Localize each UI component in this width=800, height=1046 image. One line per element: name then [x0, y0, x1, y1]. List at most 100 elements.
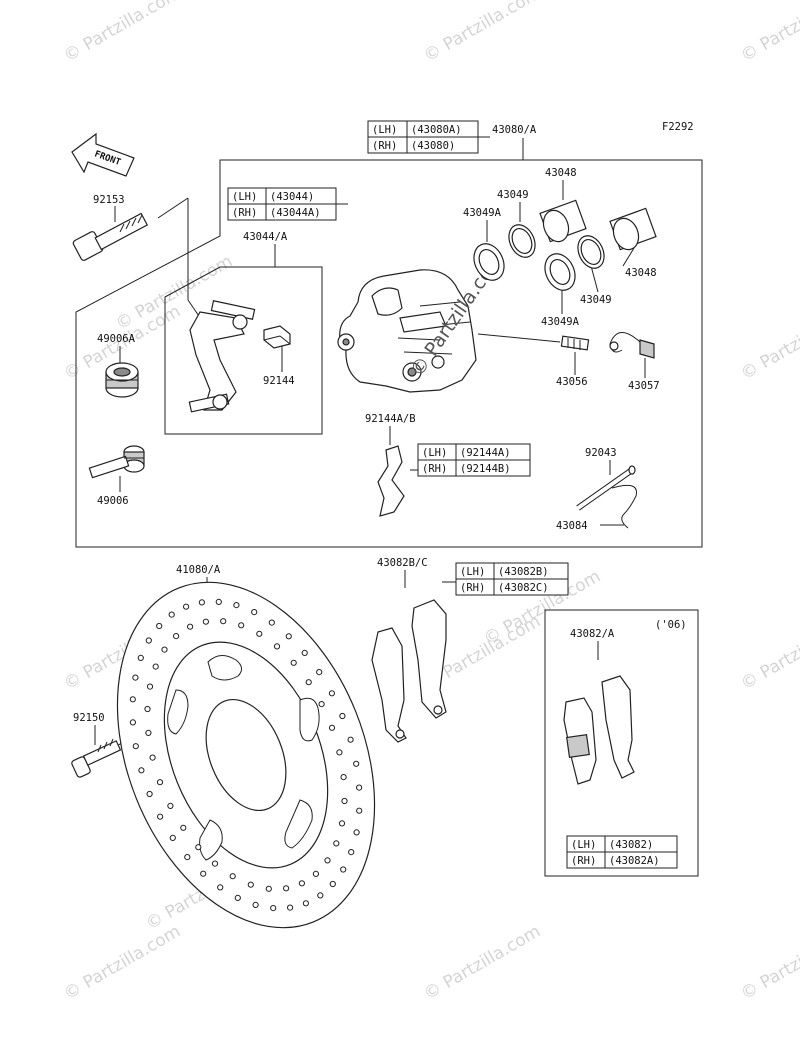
seal-43049a-icon: [544, 253, 576, 291]
disc-vent-hole: [202, 618, 209, 625]
part-label-43049[interactable]: 43049: [497, 189, 529, 201]
disc-vent-hole: [200, 870, 207, 877]
disc-vent-hole: [338, 820, 346, 827]
part-label-92144[interactable]: 92144: [263, 375, 295, 387]
variant-side: (RH): [571, 855, 596, 867]
part-label-43057[interactable]: 43057: [628, 380, 660, 392]
cap-43057-icon: [609, 332, 655, 359]
disc-vent-hole: [273, 643, 281, 650]
part-label-49006[interactable]: 49006: [97, 495, 129, 507]
variant-side: (RH): [460, 582, 485, 594]
piston-43048-icon: [539, 199, 587, 243]
brake-pads-43082a-icon: [563, 675, 635, 785]
part-label-43049[interactable]: 43049: [580, 294, 612, 306]
caliper-body-icon: [337, 269, 477, 393]
pin-92043-icon: [576, 465, 636, 511]
disc-vent-holes: [129, 598, 363, 912]
disc-vent-hole: [301, 649, 308, 657]
variant-side: (LH): [232, 191, 257, 203]
seal-43049-icon: [508, 224, 536, 258]
variant-part: (43082A): [609, 855, 660, 867]
part-label-43082a[interactable]: 43082/A: [570, 628, 615, 640]
spring-variant-table: (LH) (92144A) (RH) (92144B): [417, 443, 531, 477]
disc-vent-hole: [137, 654, 144, 662]
disc-vent-hole: [336, 749, 343, 756]
disc-vent-hole: [302, 900, 309, 907]
disc-vent-hole: [341, 797, 348, 805]
disc-vent-hole: [283, 885, 290, 892]
variant-part: (43044): [270, 191, 314, 203]
part-label-49006a[interactable]: 49006A: [97, 333, 136, 345]
disc-vent-hole: [333, 840, 340, 847]
disc-vent-hole: [347, 736, 354, 743]
disc-vent-hole: [132, 674, 139, 681]
disc-vent-hole: [265, 885, 272, 892]
disc-vent-hole: [144, 705, 151, 713]
bolt-92150-icon: [71, 738, 122, 778]
pads-06-frame: [544, 609, 699, 877]
part-label-43049a[interactable]: 43049A: [541, 316, 580, 328]
disc-vent-hole: [340, 866, 347, 873]
disc-vent-hole: [270, 905, 277, 912]
disc-vent-hole: [287, 904, 294, 911]
disc-vent-hole: [211, 860, 219, 867]
boot-49006a-icon: [105, 362, 139, 398]
part-label-43080[interactable]: 43080/A: [492, 124, 537, 136]
disc-vent-hole: [169, 834, 176, 842]
disc-vent-hole: [156, 779, 164, 786]
disc-vent-hole: [146, 790, 153, 798]
brake-disc-41080-icon: [116, 581, 376, 929]
part-label-43049a[interactable]: 43049A: [463, 207, 502, 219]
variant-side: (LH): [372, 124, 397, 136]
variant-part: (43082B): [498, 566, 549, 578]
variant-side: (RH): [372, 140, 397, 152]
variant-part: (43080A): [411, 124, 462, 136]
watermark: © Partzilla.com: [738, 921, 800, 1004]
variant-part: (43044A): [270, 207, 321, 219]
part-label-43048[interactable]: 43048: [625, 267, 657, 279]
spring-92144ab-icon: [377, 445, 405, 517]
part-label-41080[interactable]: 41080/A: [176, 564, 221, 576]
disc-vent-hole: [324, 857, 331, 864]
disc-vent-hole: [298, 880, 305, 887]
disc-vent-hole: [252, 901, 259, 909]
disc-vent-hole: [339, 712, 346, 720]
part-label-43056[interactable]: 43056: [556, 376, 588, 388]
part-label-43048[interactable]: 43048: [545, 167, 577, 179]
variant-part: (92144A): [460, 447, 511, 459]
bracket-43044-icon: [188, 300, 256, 413]
part-label-43082bc[interactable]: 43082B/C: [377, 557, 428, 569]
bleeder-43056-icon: [560, 335, 590, 351]
variant-side: (LH): [422, 447, 447, 459]
part-label-92144ab[interactable]: 92144A/B: [365, 413, 416, 425]
disc-vent-hole: [132, 743, 139, 750]
piston-43048-icon: [609, 207, 657, 251]
part-label-92150[interactable]: 92150: [73, 712, 105, 724]
disc-vent-hole: [129, 696, 136, 703]
watermark: © Partzilla.com: [421, 0, 545, 66]
part-label-43044[interactable]: 43044/A: [243, 231, 288, 243]
variant-part: (92144B): [460, 463, 511, 475]
watermark: © Partzilla.com: [61, 921, 185, 1004]
disc-vent-hole: [268, 619, 275, 626]
variant-part: (43082): [609, 839, 653, 851]
seal-43049a-icon: [473, 243, 505, 281]
part-label-43084[interactable]: 43084: [556, 520, 588, 532]
disc-vent-hole: [145, 729, 152, 737]
disc-vent-hole: [290, 659, 297, 666]
variant-part: (43082C): [498, 582, 549, 594]
part-label-92153[interactable]: 92153: [93, 194, 125, 206]
disc-vent-hole: [187, 623, 194, 630]
disc-vent-hole: [340, 774, 347, 781]
variant-side: (LH): [571, 839, 596, 851]
variant-side: (RH): [232, 207, 257, 219]
bracket-sub-frame: [164, 266, 323, 435]
figure-code: F2292: [662, 121, 694, 133]
disc-vent-hole: [220, 618, 227, 625]
part-label-92043[interactable]: 92043: [585, 447, 617, 459]
clip-43084-icon: [611, 484, 637, 529]
variant-side: (RH): [422, 463, 447, 475]
disc-vent-hole: [161, 646, 168, 653]
disc-vent-hole: [138, 767, 145, 774]
